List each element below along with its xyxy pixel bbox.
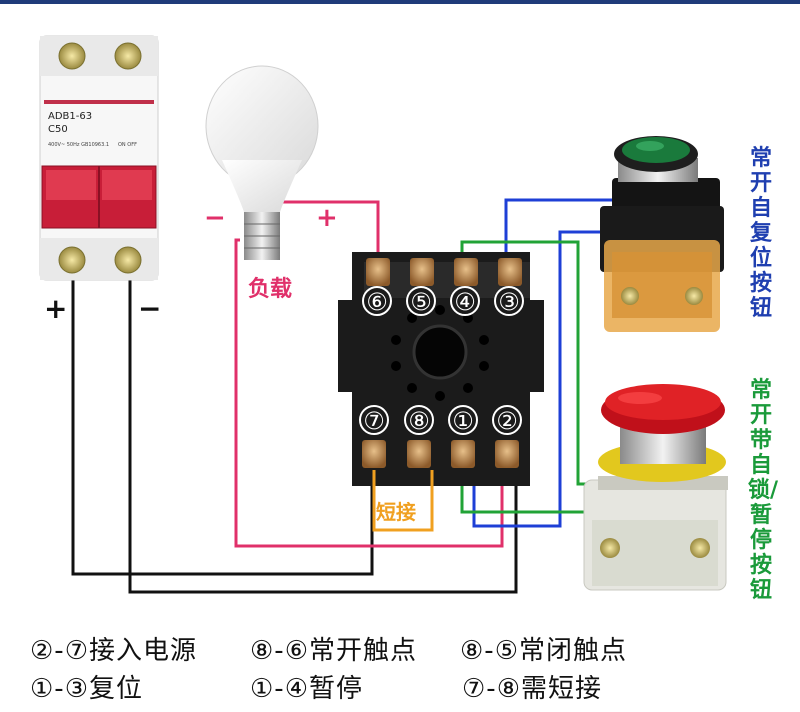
terminal-6: ⑥ — [366, 288, 388, 316]
terminal-4: ④ — [454, 288, 476, 316]
breaker-rating: C50 — [48, 124, 68, 135]
breaker-top-screw-left — [58, 42, 86, 70]
breaker-model: ADB1-63 — [48, 111, 92, 122]
black-wire-minus — [128, 278, 518, 594]
legend-short-jumper: ⑦-⑧需短接 — [462, 674, 602, 704]
breaker-plus-sign: + — [44, 292, 67, 325]
legend-power: ②-⑦接入电源 — [30, 636, 197, 666]
black-wire-plus — [71, 278, 374, 576]
legend-no-contact: ⑧-⑥常开触点 — [250, 636, 417, 666]
terminal-8: ⑧ — [408, 407, 430, 435]
top-rule — [0, 0, 800, 4]
latching-emergency-button — [583, 384, 728, 591]
circuit-breaker: ADB1-63 C50 400V~ 50Hz GB10963.1 ON OFF … — [39, 35, 161, 325]
terminal-2: ② — [496, 407, 518, 435]
legend-pause: ①-④暂停 — [250, 674, 363, 704]
black-wires — [71, 278, 518, 594]
terminal-5: ⑤ — [410, 288, 432, 316]
latching-button-label: 常开带自锁/暂停按钮 — [748, 378, 779, 603]
legend-nc-contact: ⑧-⑤常闭触点 — [460, 636, 627, 666]
reset-push-button — [600, 136, 724, 332]
legend-reset: ①-③复位 — [30, 674, 143, 704]
jumper-7-8: 短接 — [372, 470, 434, 532]
blue-wire-2 — [472, 230, 612, 528]
lamp-load: − + 负载 — [204, 65, 338, 302]
relay-center-hole — [412, 324, 468, 380]
reset-button-label: 常开自复位按钮 — [749, 146, 772, 321]
breaker-top-screw-right — [114, 42, 142, 70]
red-wire-load-minus — [234, 238, 504, 548]
breaker-bottom-screw-right — [114, 246, 142, 274]
breaker-small-print-right: ON OFF — [118, 142, 137, 148]
terminal-1: ① — [452, 407, 474, 435]
red-wire-load-plus — [280, 200, 380, 262]
terminal-3: ③ — [498, 288, 520, 316]
lamp-plus-sign: + — [316, 203, 338, 233]
breaker-bottom-screw-left — [58, 246, 86, 274]
jumper-label: 短接 — [376, 500, 416, 524]
terminal-7: ⑦ — [363, 407, 385, 435]
breaker-minus-sign: − — [138, 292, 161, 325]
lamp-minus-sign: − — [204, 203, 226, 233]
breaker-small-print-left: 400V~ 50Hz GB10963.1 — [48, 142, 109, 148]
red-wires — [234, 200, 504, 548]
relay-base: ⑥ ⑤ ④ ③ ⑦ ⑧ ① ② — [338, 252, 544, 486]
load-label: 负载 — [248, 276, 292, 302]
